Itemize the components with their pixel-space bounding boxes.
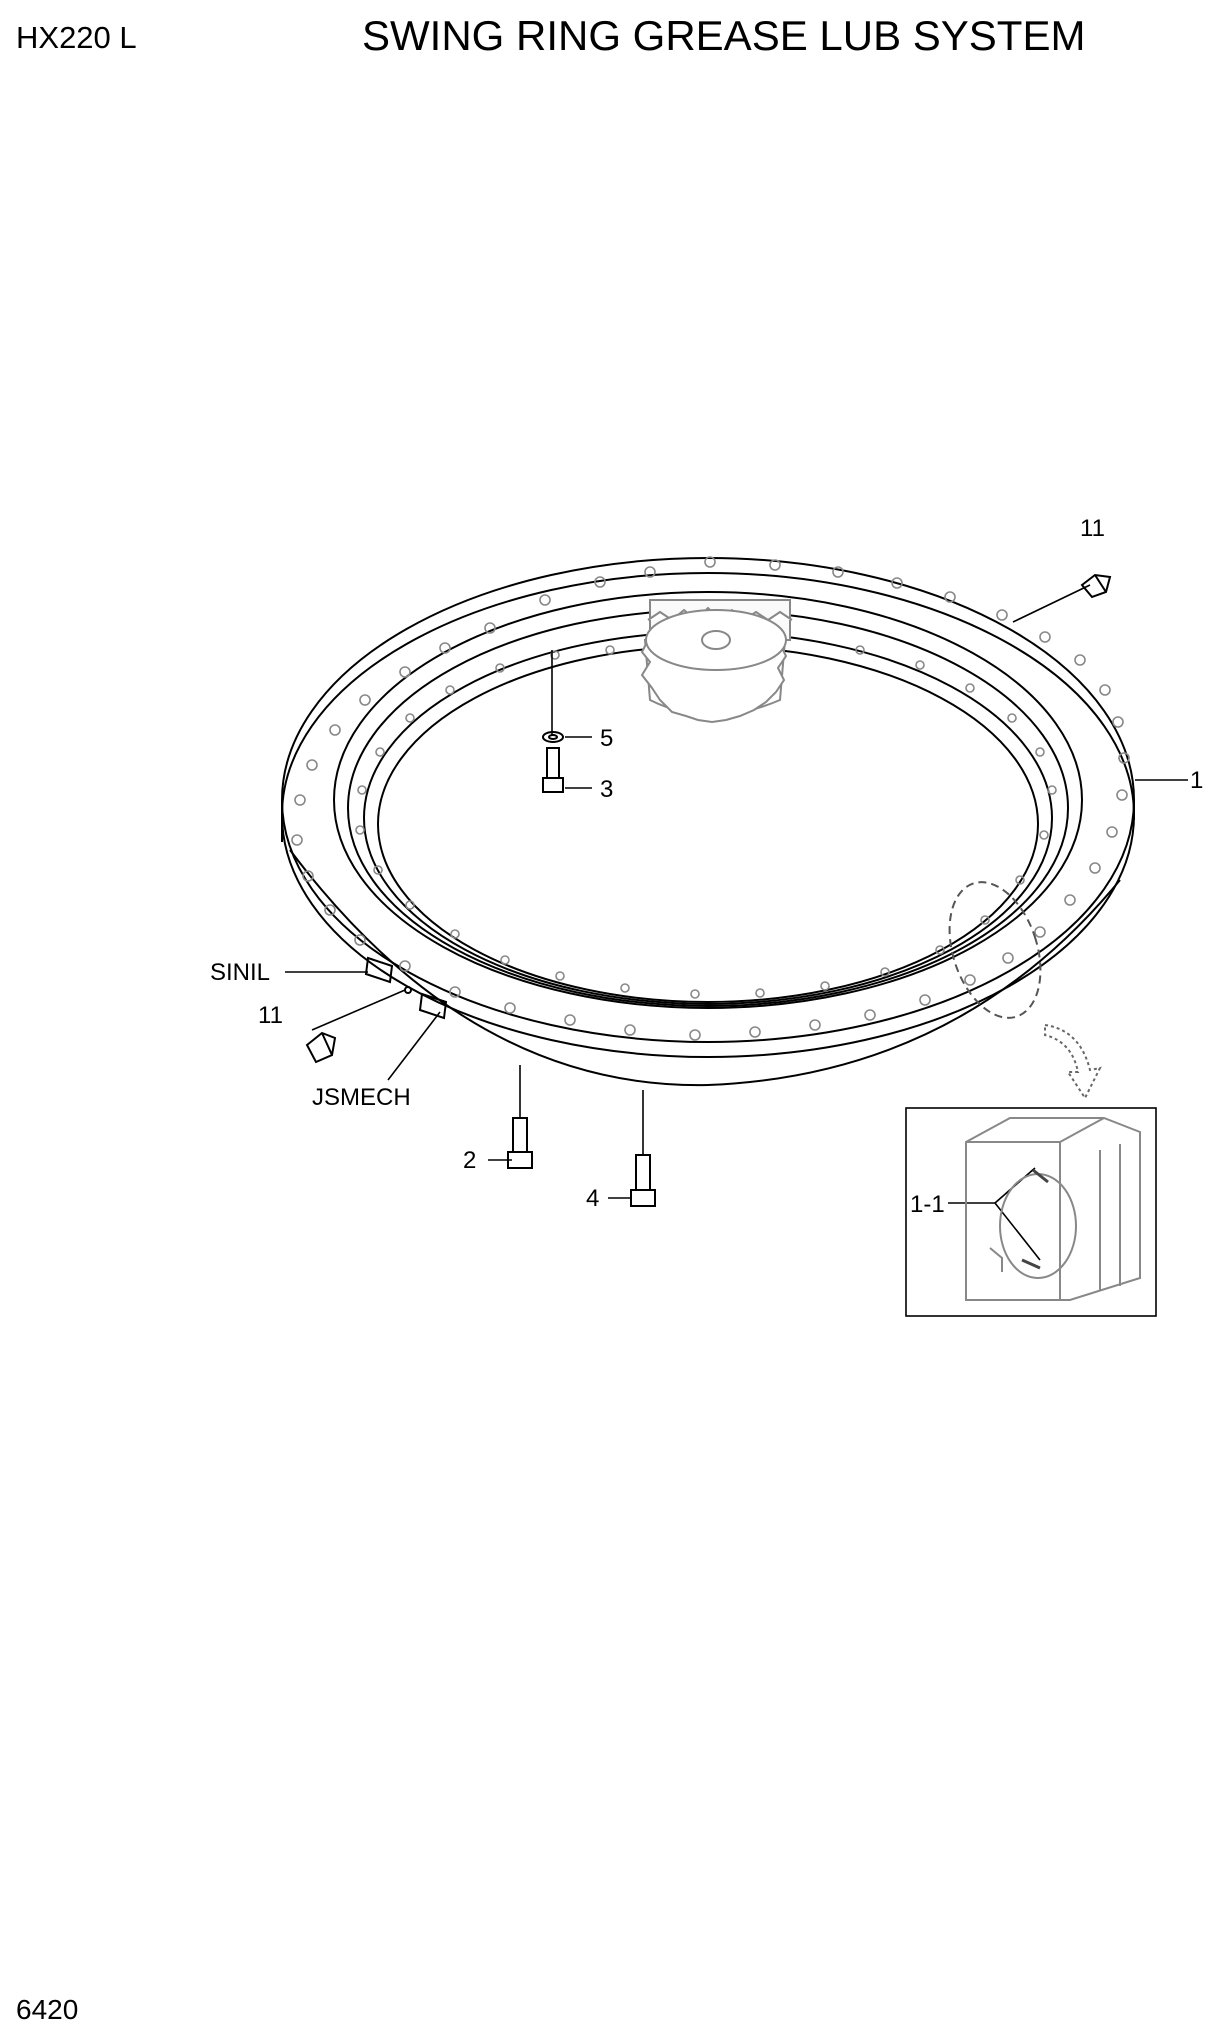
callout-1: 1 (1190, 767, 1203, 794)
bolt-3 (542, 747, 564, 793)
arrow-to-detail (1044, 1023, 1102, 1101)
bolt-holes (291, 556, 1130, 1041)
callout-3: 3 (600, 776, 613, 803)
bolt-2 (507, 1117, 533, 1169)
detail-ellipse (948, 881, 1042, 1019)
grease-nipple-top (1080, 573, 1112, 599)
model-label: HX220 L (16, 20, 137, 55)
bolt-4 (630, 1154, 656, 1207)
callout-2: 2 (463, 1147, 476, 1174)
callout-jsmech: JSMECH (312, 1084, 411, 1111)
page-number: 6420 (16, 1994, 79, 2025)
grease-nipple-left (305, 1031, 337, 1064)
washer-5 (542, 731, 564, 743)
detail-box (905, 1107, 1157, 1317)
callout-5: 5 (600, 725, 613, 752)
page-title: SWING RING GREASE LUB SYSTEM (362, 12, 1086, 59)
callout-sinil: SINIL (210, 959, 270, 986)
callout-11-left: 11 (258, 1002, 283, 1029)
pinion-gear (640, 599, 793, 724)
callout-1-1: 1-1 (910, 1191, 945, 1218)
callout-4: 4 (586, 1185, 599, 1212)
callout-11-top: 11 (1080, 515, 1105, 542)
sinil-plate (364, 956, 394, 984)
